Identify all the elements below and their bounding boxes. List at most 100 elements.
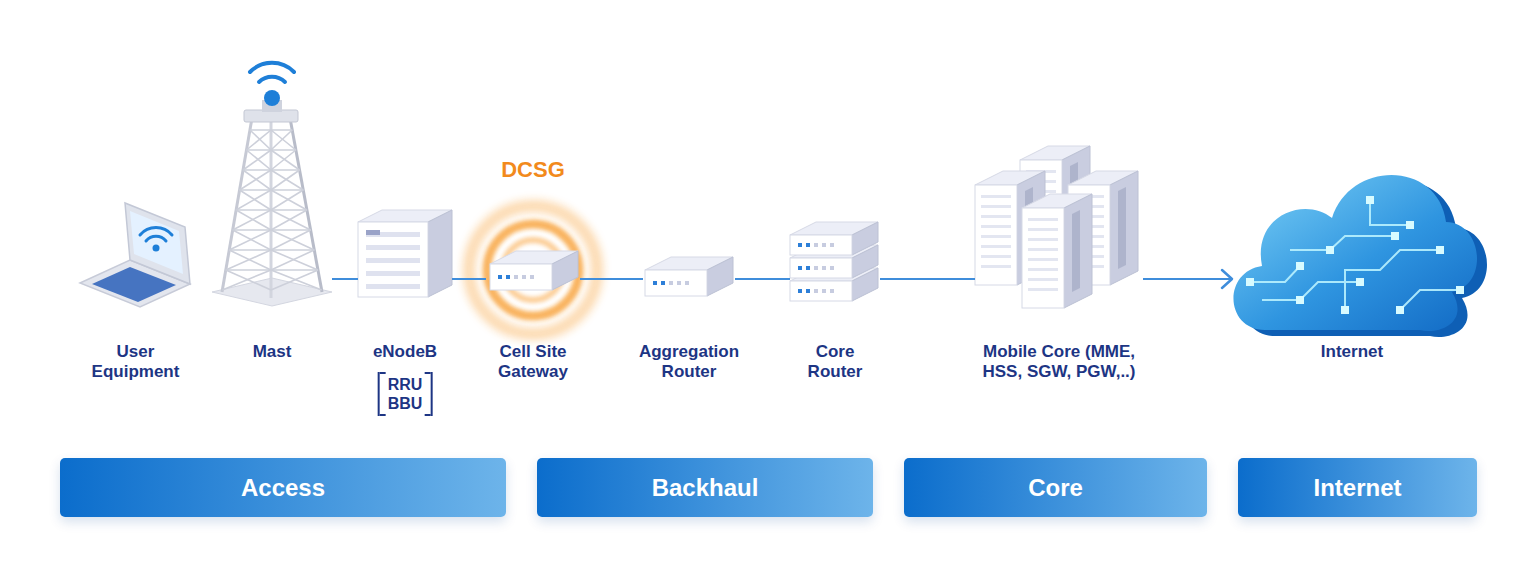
enodeb-icon (366, 245, 420, 250)
device-label: Core Router (798, 342, 873, 382)
server-icon (1028, 268, 1058, 271)
gateway-icon (530, 275, 534, 279)
highlight-glow (487, 224, 579, 316)
core-router-icon (830, 243, 834, 247)
core-router-icon (814, 243, 818, 247)
gateway-icon (522, 275, 526, 279)
router-icon (685, 281, 689, 285)
mast-brace (243, 169, 300, 171)
router-icon (661, 281, 665, 285)
laptop-icon (146, 236, 166, 241)
mast-brace (271, 170, 303, 190)
device-node: User Equipment (78, 195, 193, 307)
cloud-icon (1250, 200, 1460, 310)
cloud-icon (1436, 246, 1444, 254)
cloud-icon (1400, 290, 1460, 310)
device-node: DCSGCell Site Gateway (486, 242, 580, 300)
link-stroke (880, 278, 975, 280)
gateway-icon (490, 251, 578, 290)
router-icon (707, 257, 733, 296)
mast-tower (259, 77, 285, 82)
mast-tower (290, 118, 322, 292)
router-icon (653, 281, 657, 285)
mast-brace (271, 130, 292, 150)
core-router-icon (830, 289, 834, 293)
mast-tower (250, 63, 294, 72)
server-icon (981, 245, 1011, 248)
mast-brace (240, 170, 271, 190)
server-icon (981, 205, 1011, 208)
device-label: User Equipment (81, 342, 191, 382)
gateway-icon (552, 251, 578, 290)
cloud-icon (1296, 262, 1304, 270)
band-label: Internet (1313, 474, 1401, 502)
device-node: Mobile Core (MME, HSS, SGW, PGW,..) (975, 140, 1143, 312)
mast-brace (236, 190, 271, 210)
core-router-icon (822, 289, 826, 293)
mast-brace (222, 270, 271, 290)
gateway-icon (514, 275, 518, 279)
mast-brace (271, 230, 314, 250)
mast-brace (271, 250, 314, 270)
cloud-icon (1290, 236, 1395, 250)
server-icon (981, 255, 1011, 258)
band-label: Backhaul (652, 474, 759, 502)
device-node: Core Router (790, 212, 880, 304)
server-icon (981, 225, 1011, 228)
laptop-icon (140, 228, 172, 235)
core-router-icon (790, 235, 852, 255)
mast-brace (236, 209, 307, 211)
band-label: Access (241, 474, 325, 502)
server-icon (1028, 278, 1058, 281)
enodeb-icon (358, 222, 428, 297)
core-router-icon (822, 243, 826, 247)
device-label: Cell Site Gateway (483, 342, 583, 382)
core-router-icon (814, 266, 818, 270)
server-icon (981, 265, 1011, 268)
cloud-icon (1233, 175, 1477, 331)
server-icon (1028, 218, 1058, 221)
bracket-label: RRU BBU (378, 372, 433, 416)
laptop-icon (125, 203, 190, 284)
core-router-icon (822, 266, 826, 270)
cloud-icon (1250, 266, 1300, 282)
cloud-icon (1345, 250, 1440, 310)
router-icon (645, 270, 707, 296)
mast-brace (271, 170, 300, 190)
device-label: Internet (1292, 342, 1412, 362)
highlight-glow (469, 206, 597, 334)
section-band: Core (904, 458, 1207, 517)
server-icon (1028, 238, 1058, 241)
link-stroke (332, 278, 358, 280)
cloud-icon (1296, 296, 1304, 304)
core-router-icon (814, 289, 818, 293)
device-label: eNodeB (360, 342, 450, 362)
mast-brace (250, 129, 292, 131)
core-router-icon (790, 281, 852, 301)
mast-brace (243, 150, 271, 170)
server-icon (1028, 258, 1058, 261)
device-node: Internet (1232, 140, 1472, 340)
mast-brace (240, 189, 304, 191)
cloud-icon (1356, 278, 1364, 286)
highlight-glow (469, 206, 597, 334)
cloud-icon (1246, 196, 1464, 314)
enodeb-icon (428, 210, 452, 297)
mast-brace (229, 230, 271, 250)
enodeb-icon (366, 258, 420, 263)
server-icon (981, 195, 1011, 198)
link-stroke (580, 278, 643, 280)
server-icon (1110, 171, 1138, 285)
cloud-icon (1246, 278, 1254, 286)
mast-brace (271, 210, 307, 230)
device-node: Aggregation Router (643, 255, 735, 300)
link-stroke (735, 278, 790, 280)
link-line (452, 279, 486, 280)
core-router-icon (806, 289, 810, 293)
band-label: Core (1028, 474, 1083, 502)
cloud-icon (1341, 306, 1349, 314)
link-stroke (452, 278, 486, 280)
section-band: Access (60, 458, 506, 517)
